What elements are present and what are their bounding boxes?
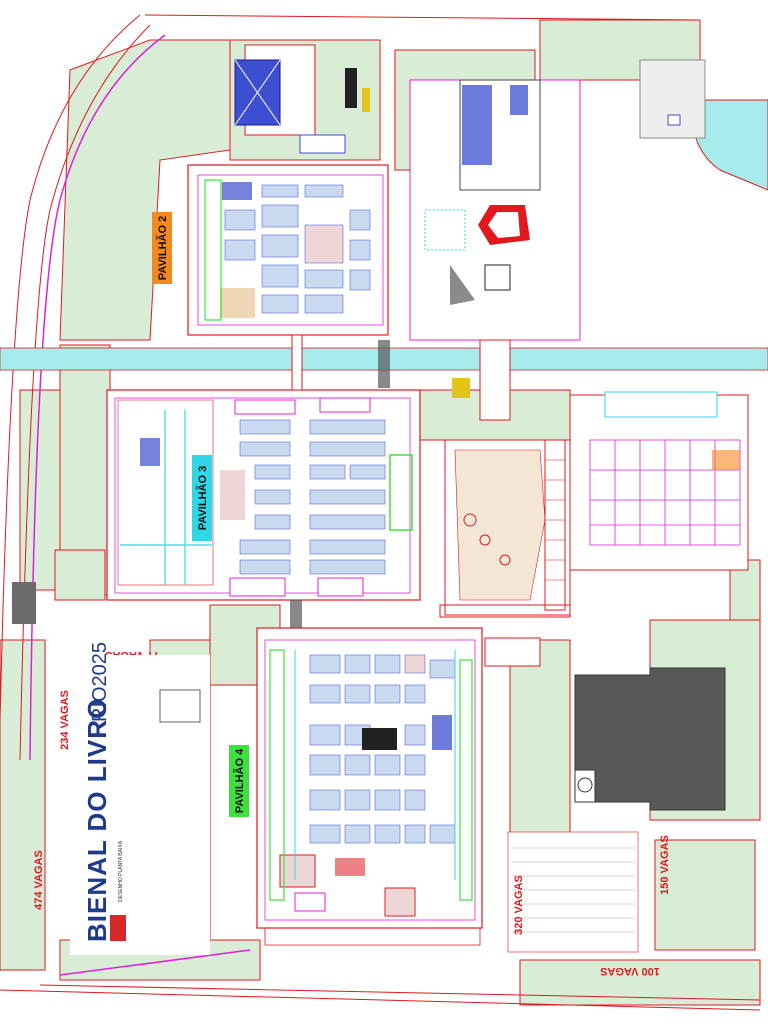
pavilion-3 xyxy=(106,389,421,601)
bridges xyxy=(290,334,511,635)
pavilion-4-label: PAVILHÃO 4 xyxy=(233,748,246,813)
title-text: BIENAL DO LIVRO xyxy=(82,698,112,942)
caption-text: DESENHO PLANTA BAIXA xyxy=(118,840,124,902)
top-hall xyxy=(234,44,370,154)
title-block: BIENAL DO LIVRO RIO2025 DESENHO PLANTA B… xyxy=(70,642,210,955)
parking-label-234: 234 VAGAS xyxy=(59,690,71,750)
pavilion-4-label-bg xyxy=(229,745,249,817)
subtitle-text: RIO2025 xyxy=(89,642,111,722)
grey-building xyxy=(574,667,726,811)
parking-320 xyxy=(507,831,639,953)
small-grey-block xyxy=(12,582,36,624)
pavilion-2-label-bg xyxy=(152,212,172,284)
pavilion-3-label-bg xyxy=(192,455,212,541)
plaza-area xyxy=(439,439,571,667)
parking-label-100: 100 VAGAS xyxy=(600,965,660,977)
arena-complex xyxy=(409,59,706,341)
pavilion-2 xyxy=(187,164,389,336)
pavilion-1 xyxy=(569,391,749,571)
parking-label-150: 150 VAGAS xyxy=(659,835,671,895)
pavilion-3-label: PAVILHÃO 3 xyxy=(196,466,209,530)
parking-label-474: 474 VAGAS xyxy=(33,850,45,910)
pavilion-4 xyxy=(256,627,483,946)
roads xyxy=(0,14,761,1011)
parking-label-320: 320 VAGAS xyxy=(513,875,525,935)
pavilion-2-label: PAVILHÃO 2 xyxy=(156,216,169,280)
